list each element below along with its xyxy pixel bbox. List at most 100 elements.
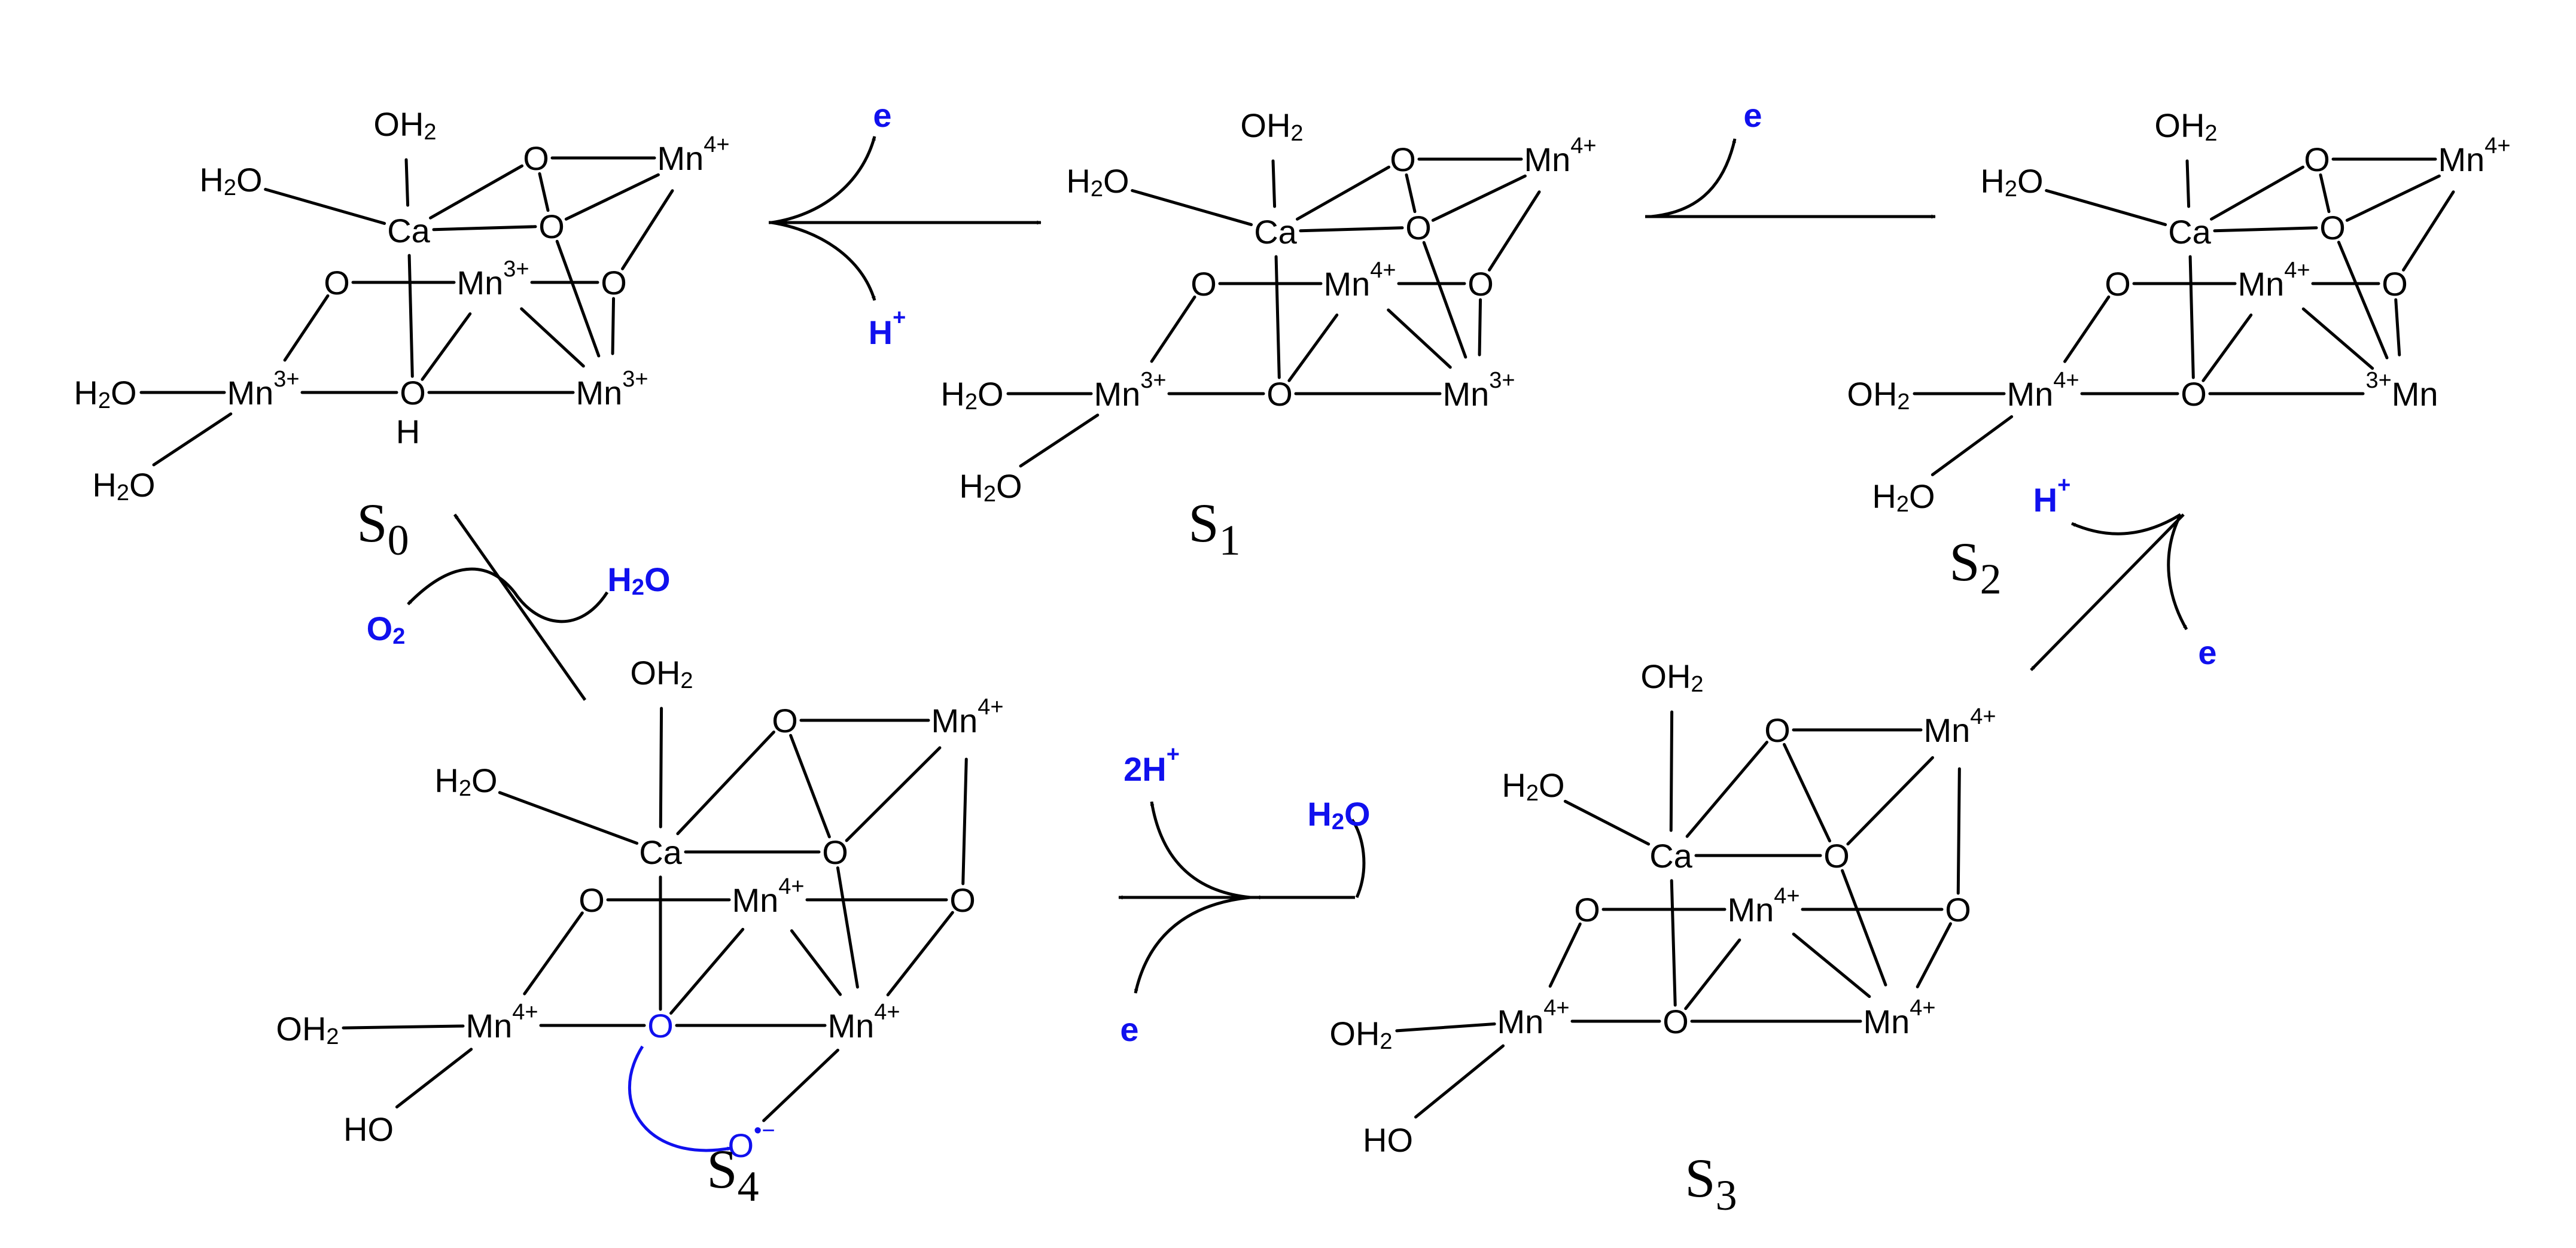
bond-Ob-Mnc bbox=[1841, 869, 1887, 987]
bond-Ca-Oe bbox=[2188, 255, 2195, 379]
s4-water-left: H2O bbox=[434, 762, 497, 802]
electron-shift-arrow bbox=[628, 1045, 732, 1152]
s2-oxo-left: O bbox=[2105, 265, 2131, 303]
state-label-s4: S4 bbox=[707, 1139, 759, 1210]
arrow-s1-s2-electron bbox=[1651, 138, 1737, 218]
bond-WL2-MnL bbox=[1019, 413, 1100, 468]
bond-Ob-Mna bbox=[1431, 174, 1527, 222]
bond-Oc-MnL bbox=[2063, 295, 2111, 363]
s0-calcium: Ca bbox=[387, 212, 430, 249]
arrow-s2-s3-electron bbox=[2167, 513, 2188, 631]
s1-manganese-top: Mn4+ bbox=[1524, 133, 1596, 178]
bond-WL2-MnL bbox=[395, 1048, 473, 1109]
s1-water-terminal-2: H2O bbox=[959, 467, 1022, 507]
bond-Od-Mnc bbox=[2394, 298, 2401, 357]
state-label-s3: S3 bbox=[1685, 1147, 1737, 1219]
bond-mn-oxyl bbox=[762, 1048, 839, 1122]
s2-water-top: OH2 bbox=[2154, 106, 2217, 147]
bond-W1-Ca bbox=[498, 791, 639, 845]
bond-Ca-Ob bbox=[2213, 226, 2318, 233]
electron-s1-s2: e bbox=[1743, 96, 1762, 134]
water-s3-s4: H2O bbox=[1307, 795, 1370, 835]
proton-s0-s1: H+ bbox=[869, 305, 906, 351]
s4-manganese-bottom: Mn4+ bbox=[827, 1000, 900, 1045]
arrow-s4-s0 bbox=[453, 513, 587, 701]
bond-Mnb-Mnc bbox=[1387, 308, 1452, 369]
bond-Ob-Mna bbox=[564, 173, 660, 221]
s0-manganese-center: Mn3+ bbox=[456, 257, 529, 302]
s1-oxo-bottom: O bbox=[1266, 375, 1293, 413]
bond-Oa-Ob bbox=[789, 733, 831, 839]
s0-water-top: OH2 bbox=[373, 105, 436, 145]
s3-water-top: OH2 bbox=[1640, 658, 1703, 698]
s3-manganese-left: Mn4+ bbox=[1497, 996, 1569, 1040]
bond-Od-Mnc bbox=[886, 911, 954, 997]
s0-manganese-top: Mn4+ bbox=[657, 132, 729, 177]
bond-Ob-Mnc bbox=[1422, 241, 1467, 359]
bond-W1-Ca bbox=[264, 188, 386, 225]
cluster-s2 bbox=[1913, 157, 2455, 477]
proton-s2-s3: H+ bbox=[2033, 473, 2071, 519]
bond-Mnb-Oe bbox=[1684, 938, 1741, 1010]
s4-manganese-top: Mn4+ bbox=[931, 695, 1003, 739]
bond-Ca-Ob bbox=[1299, 226, 1404, 233]
s0-oxo-left: O bbox=[324, 264, 350, 302]
s0-manganese-bottom: Mn3+ bbox=[576, 367, 648, 412]
s2-manganese-left: Mn4+ bbox=[2006, 368, 2079, 413]
s1-oxo-right: O bbox=[1467, 265, 1494, 303]
s2-oxo-bottom: O bbox=[2181, 375, 2207, 413]
s0-oxo-right: O bbox=[601, 264, 627, 302]
two-protons-s3-s4: 2H+ bbox=[1123, 742, 1180, 788]
s0-water-left: H2O bbox=[199, 161, 262, 201]
s1-manganese-center: Mn4+ bbox=[1323, 258, 1396, 303]
state-label-s1: S1 bbox=[1188, 492, 1240, 564]
bond-WL2-MnL bbox=[152, 412, 233, 467]
s4-oxo-center: O bbox=[822, 833, 848, 871]
bond-Mnb-Mnc bbox=[520, 307, 585, 368]
s2-water-left: H2O bbox=[1980, 162, 2043, 202]
bond-Ob-Mnc bbox=[2337, 241, 2389, 360]
bond-W2-Ca bbox=[1271, 159, 1277, 208]
state-label-s0: S0 bbox=[357, 492, 409, 564]
bond-Mnb-Mnc bbox=[2301, 307, 2374, 370]
s1-oxo-center: O bbox=[1405, 209, 1432, 246]
bond-WL1-MnL bbox=[342, 1024, 465, 1030]
s0-manganese-left: Mn3+ bbox=[227, 367, 299, 412]
s4-water-terminal-1: OH2 bbox=[276, 1010, 339, 1050]
s4-oxo-bottom: O bbox=[647, 1007, 674, 1045]
cluster-s3 bbox=[1395, 710, 1961, 1119]
bond-Ca-Oa bbox=[1685, 741, 1769, 838]
bond-Ob-Mnc bbox=[555, 239, 601, 358]
electron-s3-s4: e bbox=[1120, 1010, 1138, 1048]
bond-Oc-MnL bbox=[523, 911, 584, 996]
bond-Od-Mnc bbox=[1478, 298, 1482, 357]
s2-oxo-right: O bbox=[2382, 265, 2408, 303]
bond-Oc-MnL bbox=[283, 294, 330, 362]
s0-oxo-bottom: O bbox=[400, 374, 426, 412]
s0-oxo-center: O bbox=[538, 208, 565, 245]
s4-oxo-right: O bbox=[949, 881, 976, 919]
bond-Mna-Od bbox=[961, 757, 968, 885]
bond-Ca-Oe bbox=[1274, 255, 1281, 379]
cluster-s1 bbox=[1006, 157, 1541, 468]
s2-manganese-bottom: 3+Mn bbox=[2365, 368, 2438, 413]
bond-Ca-Oa bbox=[2210, 165, 2305, 221]
arrow-s0-s1-electron bbox=[771, 136, 876, 224]
s1-water-terminal-1: H2O bbox=[940, 375, 1003, 415]
oxygen-s4-s0: O2 bbox=[367, 610, 406, 650]
s2-oxo-center: O bbox=[2319, 209, 2346, 246]
s4-manganese-center: Mn4+ bbox=[732, 874, 804, 919]
cluster-s4 bbox=[342, 707, 968, 1109]
bond-Oa-Ob bbox=[1405, 173, 1417, 214]
s3-oxo-right: O bbox=[1945, 891, 1971, 929]
arrow-s2-s3 bbox=[2030, 513, 2185, 671]
s3-calcium: Ca bbox=[1649, 837, 1692, 875]
s3-oxo-left: O bbox=[1574, 891, 1600, 929]
s2-water-terminal-1: OH2 bbox=[1847, 375, 1910, 415]
bond-Mna-Od bbox=[1956, 767, 1961, 895]
arrow-s2-s3-proton bbox=[2070, 513, 2182, 535]
s3-manganese-top: Mn4+ bbox=[1923, 704, 1996, 749]
s2-manganese-center: Mn4+ bbox=[2237, 258, 2310, 303]
electron-s0-s1: e bbox=[873, 96, 891, 134]
